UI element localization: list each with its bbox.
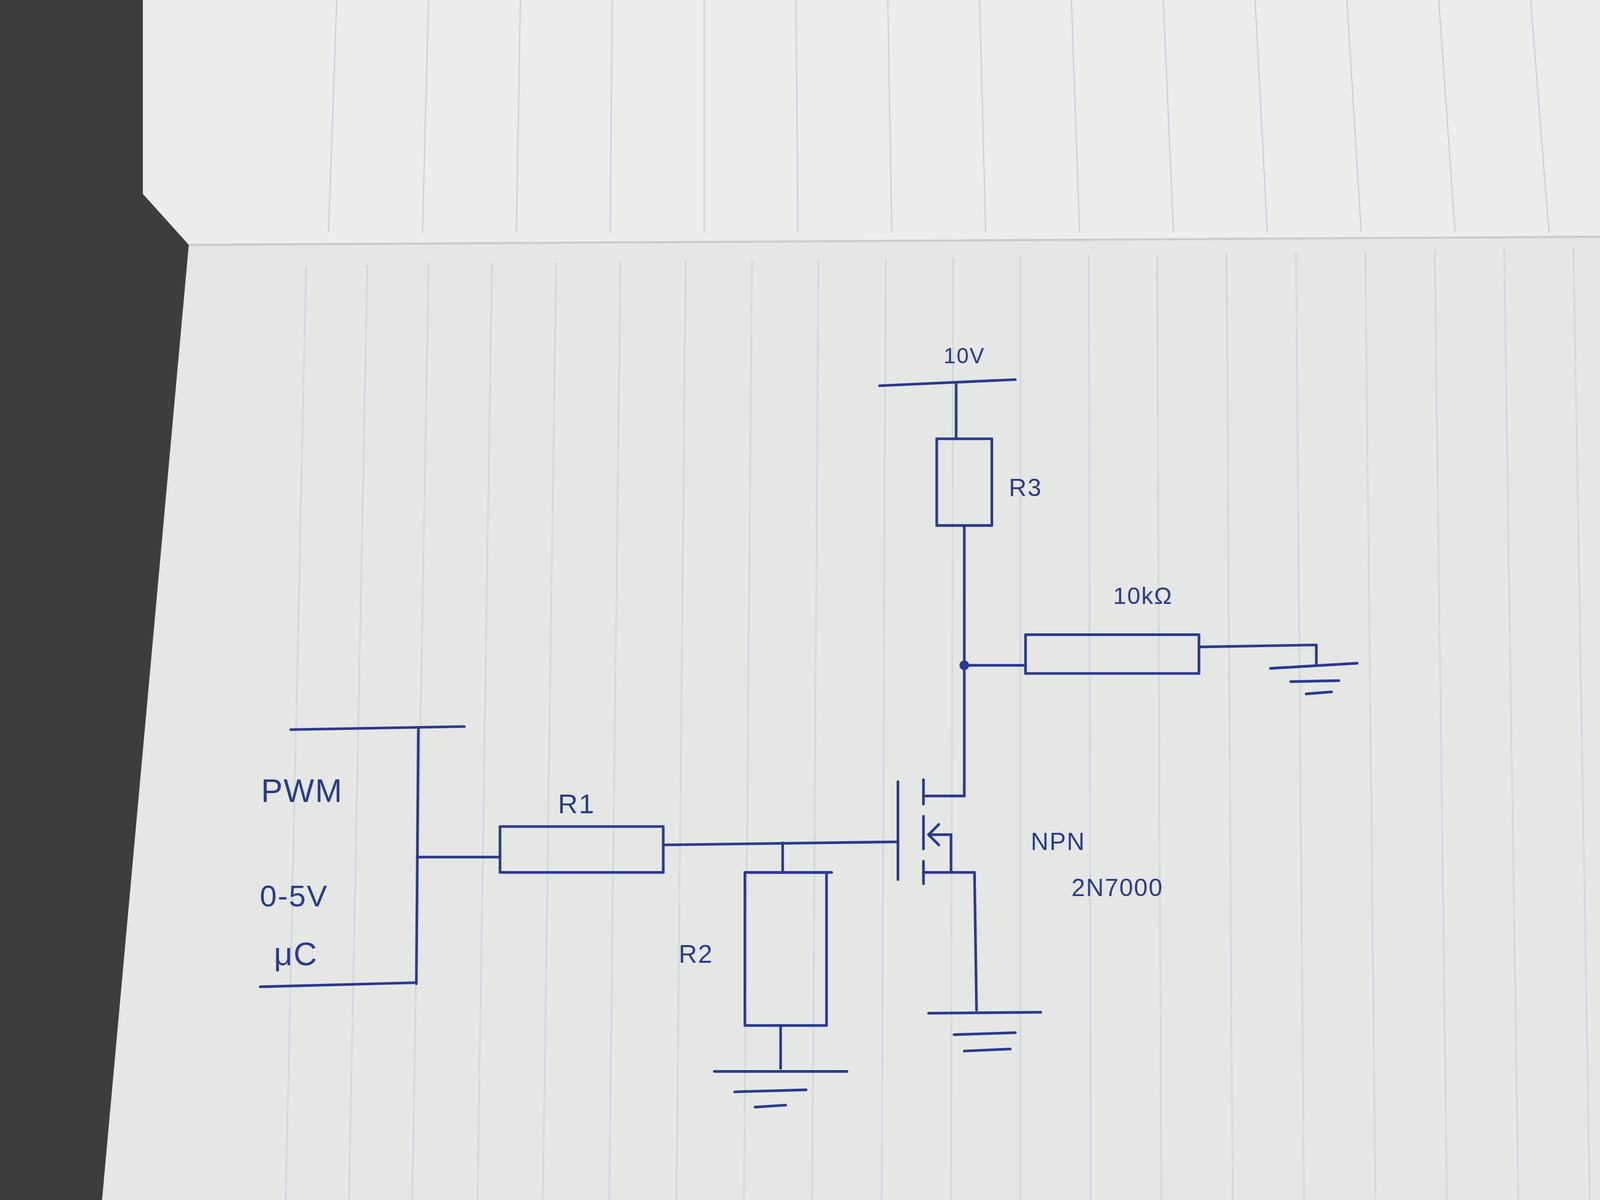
- signal-range: 0-5V: [259, 880, 328, 912]
- ruled-line: [422, 0, 429, 233]
- ground-symbol: [714, 1070, 848, 1073]
- signal-name: PWM: [261, 774, 344, 807]
- ruled-line: [812, 259, 819, 1200]
- ruled-line: [1530, 0, 1549, 233]
- desk: [0, 0, 189, 1200]
- ruled-line: [1088, 254, 1091, 1200]
- ruled-line: [516, 0, 521, 233]
- mosfet-body: [949, 834, 952, 873]
- ruled-line: [703, 0, 705, 233]
- voltage-label: 10V: [943, 345, 985, 367]
- wire: [781, 842, 784, 873]
- ruled-line: [676, 260, 686, 1200]
- ruled-line: [328, 0, 337, 233]
- wire: [923, 872, 977, 1011]
- ground-symbol: [1290, 680, 1339, 682]
- mosfet-arrow: [928, 824, 939, 846]
- ruled-line: [609, 261, 621, 1200]
- ruled-line: [979, 0, 986, 233]
- upper-page: [142, 0, 1600, 246]
- microcontroller-bracket: [290, 726, 465, 730]
- ruled-line: [1226, 252, 1233, 1200]
- wire: [1199, 645, 1317, 666]
- transistor-type: NPN: [1030, 829, 1086, 854]
- ground-symbol: [1270, 663, 1358, 669]
- ruled-line: [1347, 0, 1362, 233]
- mosfet-arrow: [928, 833, 951, 836]
- resistor-symbol: [1025, 634, 1200, 674]
- ground-symbol: [964, 1049, 1011, 1051]
- part-number: 2N7000: [1071, 875, 1164, 900]
- ground-symbol: [734, 1089, 807, 1092]
- ruled-line: [412, 263, 429, 1200]
- ruled-lines: [285, 0, 1590, 1200]
- ruled-line: [1296, 251, 1305, 1200]
- schematic: [260, 379, 1358, 1107]
- wire: [663, 841, 899, 845]
- ruled-line: [349, 265, 368, 1200]
- ruled-line: [1019, 255, 1022, 1200]
- mosfet-channel: [922, 816, 925, 850]
- resistor-value: 10kΩ: [1113, 584, 1173, 608]
- ruled-line: [744, 260, 753, 1200]
- wire: [954, 383, 958, 439]
- microcontroller-bracket: [416, 727, 419, 984]
- ruled-line: [1573, 248, 1590, 1200]
- wire: [779, 1025, 782, 1069]
- ground-symbol: [953, 1032, 1016, 1035]
- ruled-line: [477, 263, 492, 1200]
- wire: [964, 664, 1026, 667]
- ruled-line: [881, 258, 886, 1200]
- ground-symbol: [754, 1104, 786, 1107]
- ruled-line: [950, 257, 953, 1200]
- ruled-line: [1503, 249, 1519, 1200]
- part-name: R1: [557, 790, 596, 818]
- ruled-line: [1071, 0, 1080, 233]
- ruled-line: [542, 262, 556, 1200]
- microcontroller-bracket: [260, 982, 417, 987]
- resistor-symbol: [936, 438, 992, 526]
- ruled-line: [1438, 0, 1455, 233]
- ground-symbol: [1305, 691, 1332, 694]
- device-name: μC: [274, 937, 319, 971]
- page-edge: [188, 236, 1600, 246]
- supply-rail: [879, 379, 1016, 386]
- resistor-symbol: [745, 872, 827, 1026]
- ruled-line: [796, 0, 799, 233]
- ruled-line: [887, 0, 892, 233]
- ruled-line: [1157, 253, 1162, 1200]
- wire: [418, 855, 500, 859]
- ground-symbol: [928, 1012, 1041, 1014]
- resistor-symbol: [500, 826, 664, 873]
- ruled-line: [1365, 250, 1376, 1200]
- ruled-line: [610, 0, 613, 233]
- ruled-line: [1254, 0, 1268, 233]
- ruled-line: [285, 265, 307, 1200]
- ruled-line: [1163, 0, 1174, 233]
- ruled-line: [1434, 250, 1448, 1200]
- part-name: R3: [1008, 475, 1043, 500]
- wire: [923, 794, 965, 798]
- part-name: R2: [678, 941, 713, 967]
- mosfet-gate: [896, 781, 900, 880]
- mosfet-channel: [922, 779, 925, 804]
